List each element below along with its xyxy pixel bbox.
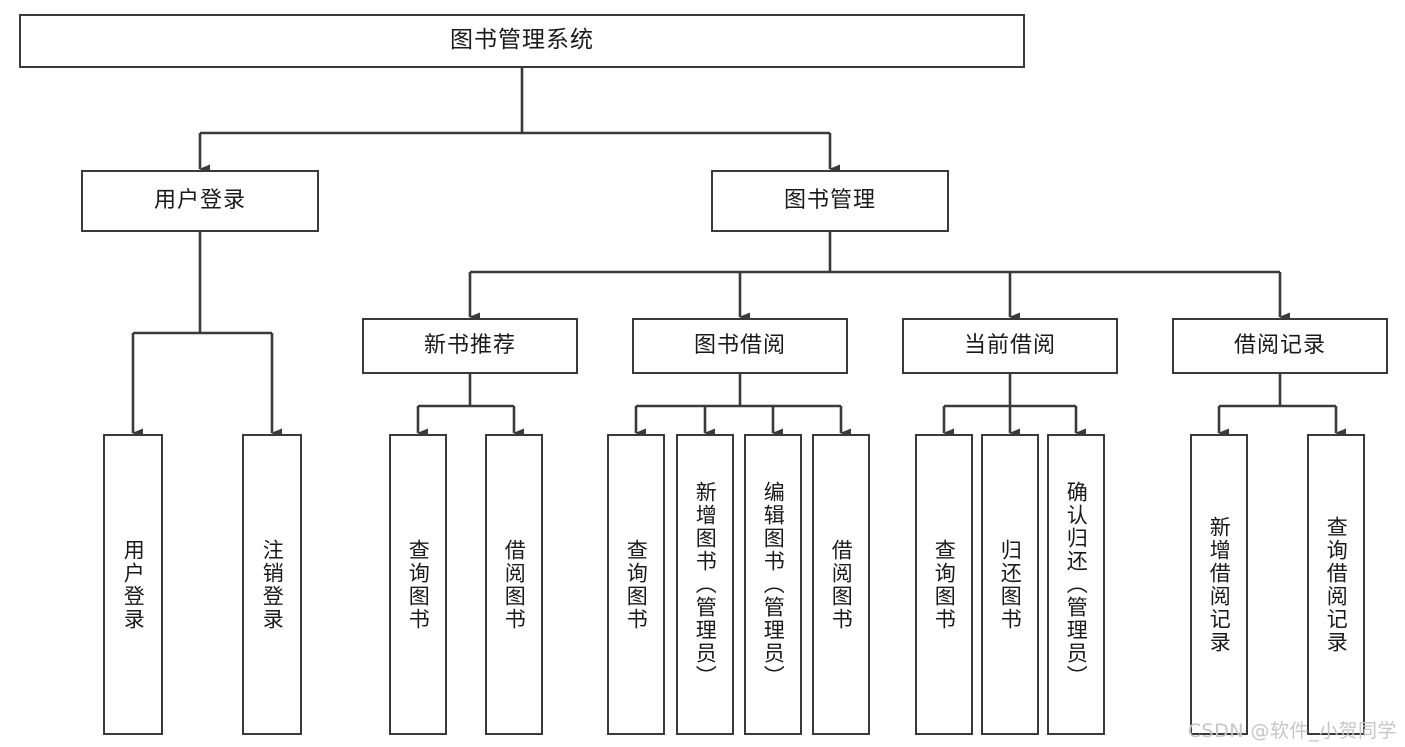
- node-label: 注销登录: [260, 538, 285, 631]
- node-label: 确认归还（管理员）: [1064, 481, 1089, 688]
- node-label: 归还图书: [998, 538, 1023, 631]
- leaf-add-book-admin[interactable]: 新增图书（管理员）: [676, 434, 734, 735]
- leaf-borrow-book-recommend[interactable]: 借阅图书: [485, 434, 543, 735]
- node-label: 借阅图书: [502, 538, 527, 631]
- node-label: 新增借阅记录: [1207, 515, 1232, 654]
- node-label: 用户登录: [121, 538, 146, 631]
- leaf-user-logout[interactable]: 注销登录: [242, 434, 302, 735]
- leaf-edit-book-admin[interactable]: 编辑图书（管理员）: [744, 434, 802, 735]
- node-label: 新增图书（管理员）: [693, 481, 718, 688]
- node-label: 用户登录: [153, 187, 246, 213]
- node-current-borrowing[interactable]: 当前借阅: [902, 318, 1118, 374]
- node-label: 图书管理: [783, 187, 876, 213]
- node-label: 图书借阅: [693, 332, 786, 358]
- leaf-user-login[interactable]: 用户登录: [103, 434, 163, 735]
- node-label: 查询图书: [406, 538, 431, 631]
- leaf-query-book-borrow[interactable]: 查询图书: [607, 434, 665, 735]
- node-label: 借阅记录: [1233, 332, 1326, 358]
- leaf-query-borrowing-record[interactable]: 查询借阅记录: [1307, 434, 1365, 735]
- leaf-return-book[interactable]: 归还图书: [981, 434, 1039, 735]
- leaf-borrow-book[interactable]: 借阅图书: [812, 434, 870, 735]
- node-root-book-management-system[interactable]: 图书管理系统: [19, 14, 1025, 68]
- node-book-borrowing[interactable]: 图书借阅: [632, 318, 848, 374]
- node-label: 图书管理系统: [450, 27, 594, 54]
- node-label: 编辑图书（管理员）: [761, 481, 786, 688]
- csdn-watermark: CSDN @软件_小贺同学: [1187, 720, 1397, 742]
- node-label: 当前借阅: [963, 332, 1056, 358]
- node-book-management[interactable]: 图书管理: [711, 170, 949, 232]
- node-label: 查询借阅记录: [1324, 515, 1349, 654]
- leaf-query-book-current[interactable]: 查询图书: [915, 434, 973, 735]
- node-label: 新书推荐: [423, 332, 516, 358]
- leaf-confirm-return-admin[interactable]: 确认归还（管理员）: [1047, 434, 1105, 735]
- node-borrowing-record[interactable]: 借阅记录: [1172, 318, 1388, 374]
- node-new-book-recommendation[interactable]: 新书推荐: [362, 318, 578, 374]
- node-label: 借阅图书: [829, 538, 854, 631]
- node-label: 查询图书: [932, 538, 957, 631]
- node-user-login[interactable]: 用户登录: [81, 170, 319, 232]
- node-label: 查询图书: [624, 538, 649, 631]
- leaf-query-book-recommend[interactable]: 查询图书: [389, 434, 447, 735]
- leaf-add-borrowing-record[interactable]: 新增借阅记录: [1190, 434, 1248, 735]
